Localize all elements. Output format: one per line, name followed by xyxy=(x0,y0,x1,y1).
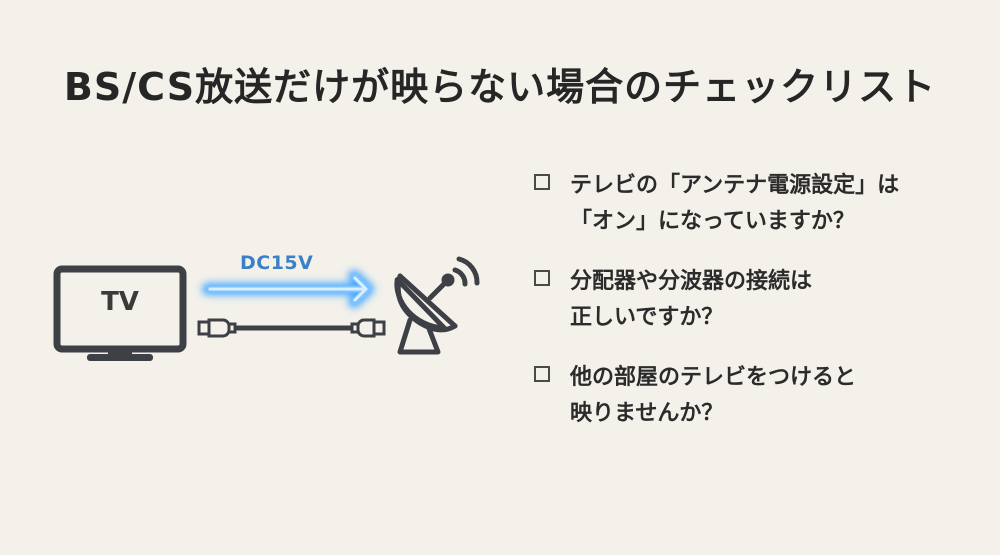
checklist: テレビの「アンテナ電源設定」は 「オン」になっていますか？ 分配器や分波器の接続… xyxy=(534,168,974,456)
checkbox[interactable] xyxy=(534,366,550,382)
checklist-item-antenna-power[interactable]: テレビの「アンテナ電源設定」は 「オン」になっていますか？ xyxy=(534,168,974,240)
checklist-item-text: 分配器や分波器の接続は 正しいですか？ xyxy=(570,269,813,330)
checklist-item-splitter[interactable]: 分配器や分波器の接続は 正しいですか？ xyxy=(534,264,974,336)
satellite-dish-icon xyxy=(394,256,480,355)
coaxial-cable-icon xyxy=(197,318,386,338)
power-voltage-label: DC15V xyxy=(240,252,314,274)
checklist-item-other-room[interactable]: 他の部屋のテレビをつけると 映りませんか？ xyxy=(534,360,974,432)
checklist-item-text: 他の部屋のテレビをつけると 映りませんか？ xyxy=(570,365,857,426)
checklist-item-text: テレビの「アンテナ電源設定」は 「オン」になっていますか？ xyxy=(570,173,900,234)
page-title: BS/CS放送だけが映らない場合のチェックリスト xyxy=(63,65,937,109)
tv-label: TV xyxy=(101,287,139,317)
checkbox[interactable] xyxy=(534,270,550,286)
checkbox[interactable] xyxy=(534,174,550,190)
glowing-arrow-icon xyxy=(202,270,374,308)
tv-monitor-icon xyxy=(53,265,187,361)
